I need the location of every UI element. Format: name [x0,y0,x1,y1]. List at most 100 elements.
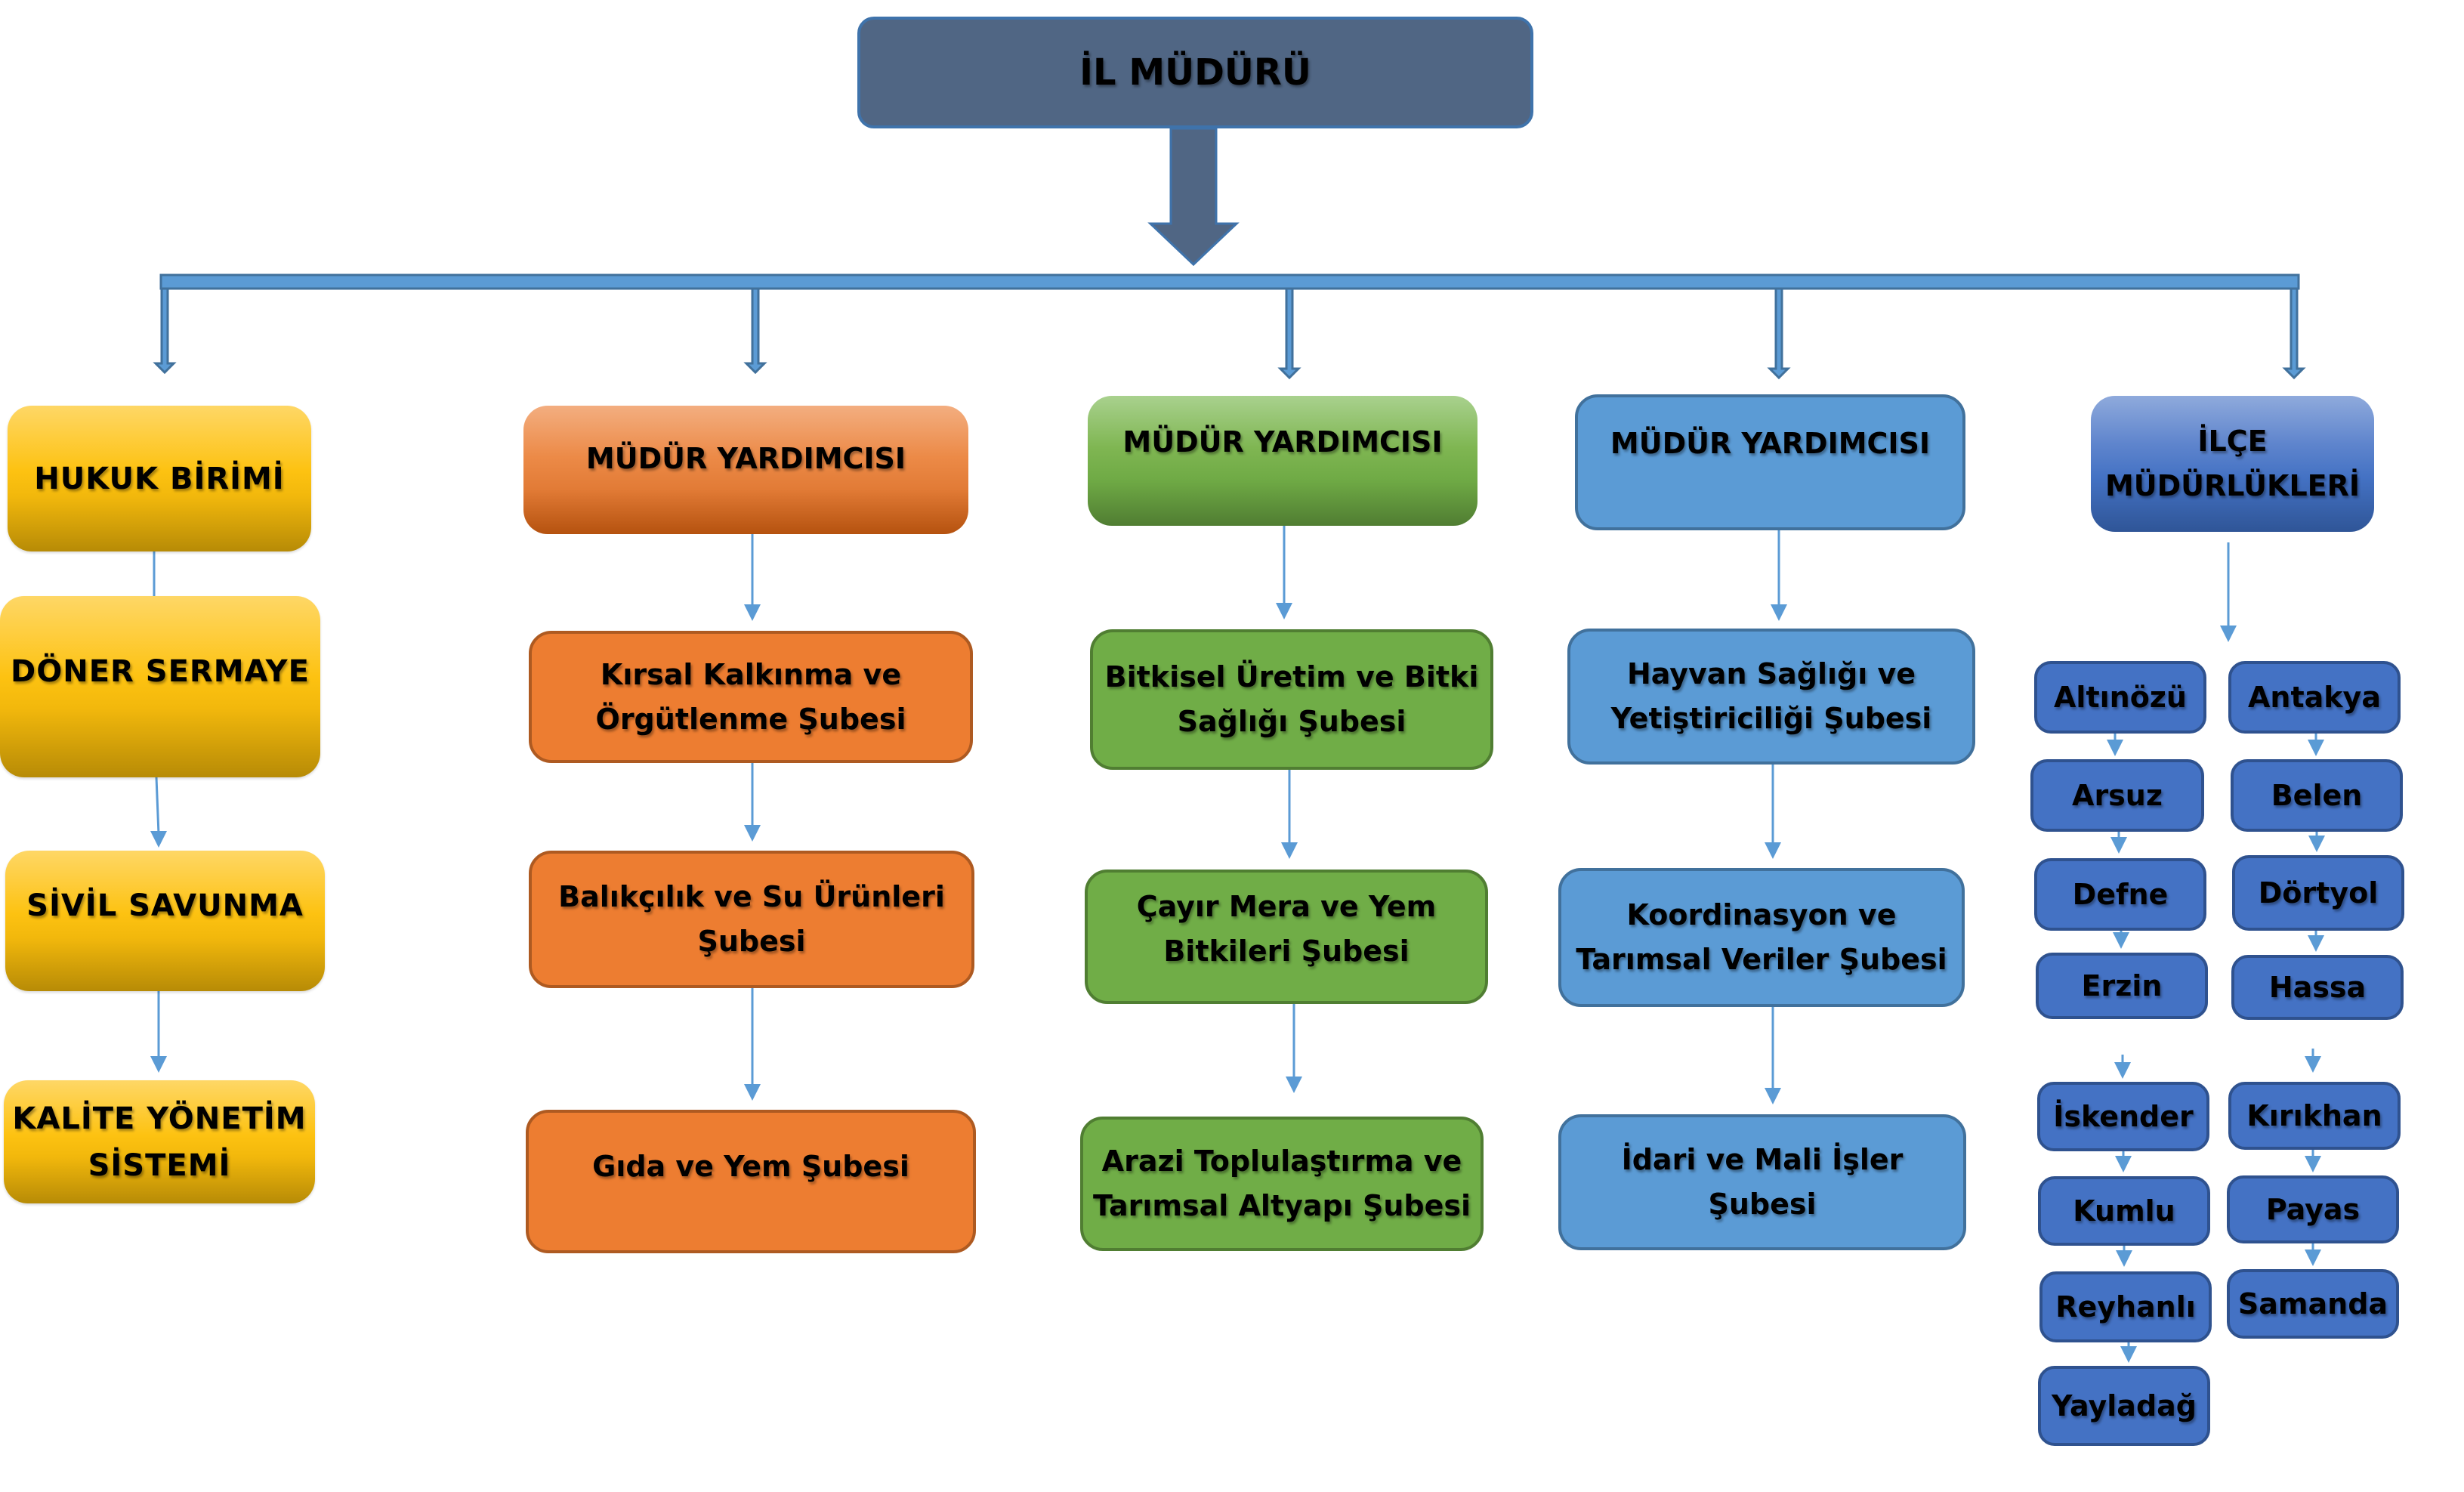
district-label: Hassa [2268,970,2367,1004]
branch-arrow [1767,287,1791,380]
idari-mali-isler-box[interactable]: İdari ve Mali İşler Şubesi [1558,1114,1966,1250]
district-label: Yayladağ [2052,1389,2197,1422]
district-box-left[interactable]: İskender [2037,1082,2209,1151]
district-arrowhead [2305,1056,2321,1073]
hayvan-sagligi-box[interactable]: Hayvan Sağlığı ve Yetiştiriciliği Şubesi [1567,629,1975,765]
balikcilik-box[interactable]: Balıkçılık ve Su Ürünleri Şubesi [529,851,974,988]
arrowhead [1765,1088,1781,1104]
gida-yem-label: Gıda ve Yem Şubesi [592,1149,909,1183]
district-arrowhead [2115,1156,2132,1172]
district-box-left[interactable]: Arsuz [2030,759,2204,832]
arrowhead [1281,842,1298,859]
mudur-yardimcisi-green-label: MÜDÜR YARDIMCISI [1122,425,1443,459]
district-arrowhead [2116,1250,2132,1267]
district-box-left[interactable]: Yayladağ [2038,1366,2210,1446]
kalite-yonetim-sistemi-label: KALİTE YÖNETİM SİSTEMİ [12,1101,307,1183]
district-box-right[interactable]: Payas [2227,1175,2399,1243]
il-muduru-box[interactable]: İL MÜDÜRÜ [857,17,1533,128]
kirsal-kalkinma-label: Kırsal Kalkınma ve Örgütlenme Şubesi [595,657,906,736]
bitkisel-uretim-box[interactable]: Bitkisel Üretim ve Bitki Sağlığı Şubesi [1090,629,1493,770]
mudur-yardimcisi-blue-box[interactable]: MÜDÜR YARDIMCISI [1575,394,1965,530]
sivil-savunma-box[interactable]: SİVİL SAVUNMA [5,851,325,991]
ilce-mudurlukleri-box[interactable]: İLÇE MÜDÜRLÜKLERİ [2091,396,2374,532]
horizontal-bus [159,273,2300,290]
district-box-left[interactable]: Reyhanlı [2039,1271,2212,1342]
district-label: Defne [2072,877,2169,911]
doner-sermaye-box[interactable]: DÖNER SERMAYE [0,596,320,777]
district-box-left[interactable]: Erzin [2036,953,2208,1019]
hukuk-birimi-label: HUKUK BİRİMİ [34,461,285,496]
district-box-right[interactable]: Belen [2231,759,2403,832]
connector-line [155,777,160,835]
district-box-right[interactable]: Hassa [2231,955,2404,1020]
koordinasyon-label: Koordinasyon ve Tarımsal Veriler Şubesi [1576,898,1947,976]
arrowhead [744,604,761,621]
balikcilik-label: Balıkçılık ve Su Ürünleri Şubesi [558,880,945,958]
cayir-mera-box[interactable]: Çayır Mera ve Yem Bitkileri Şubesi [1085,870,1488,1004]
branch-arrow [153,287,177,375]
district-box-right[interactable]: Samanda [2227,1269,2399,1339]
mudur-yardimcisi-green-box[interactable]: MÜDÜR YARDIMCISI [1088,396,1477,526]
district-label: Altınözü [2054,680,2187,714]
arrowhead [150,1056,167,1073]
district-label: Kırıkhan [2246,1098,2382,1132]
koordinasyon-box[interactable]: Koordinasyon ve Tarımsal Veriler Şubesi [1558,868,1965,1007]
il-muduru-label: İL MÜDÜRÜ [1079,51,1311,94]
branch-arrow [2282,287,2306,380]
district-arrowhead [2305,1156,2321,1172]
hukuk-birimi-box[interactable]: HUKUK BİRİMİ [8,406,311,551]
district-label: Antakya [2248,680,2381,714]
mudur-yardimcisi-orange-box[interactable]: MÜDÜR YARDIMCISI [523,406,968,534]
arrowhead [1771,604,1787,621]
arazi-toplulastirma-label: Arazi Toplulaştırma ve Tarımsal Altyapı … [1092,1144,1471,1222]
arazi-toplulastirma-box[interactable]: Arazi Toplulaştırma ve Tarımsal Altyapı … [1080,1117,1484,1251]
arrowhead [150,831,167,848]
idari-mali-isler-label: İdari ve Mali İşler Şubesi [1621,1143,1904,1221]
district-arrowhead [2113,932,2129,949]
district-box-right[interactable]: Dörtyol [2232,855,2404,931]
district-arrowhead [2308,935,2324,952]
district-arrowhead [2305,1250,2321,1266]
sivil-savunma-label: SİVİL SAVUNMA [26,888,304,923]
district-arrowhead [2114,1062,2131,1079]
arrowhead [1286,1077,1302,1093]
district-arrowhead [2308,836,2325,852]
district-box-left[interactable]: Kumlu [2038,1176,2210,1246]
main-down-arrow [1147,127,1240,267]
district-box-left[interactable]: Altınözü [2034,661,2206,734]
arrowhead [2220,626,2237,642]
district-arrowhead [2110,837,2127,854]
district-label: Kumlu [2073,1194,2175,1228]
mudur-yardimcisi-orange-label: MÜDÜR YARDIMCISI [585,441,906,475]
district-label: Belen [2271,778,2363,812]
district-arrowhead [2107,740,2123,756]
doner-sermaye-label: DÖNER SERMAYE [11,654,310,689]
kirsal-kalkinma-box[interactable]: Kırsal Kalkınma ve Örgütlenme Şubesi [529,631,973,763]
cayir-mera-label: Çayır Mera ve Yem Bitkileri Şubesi [1136,890,1437,968]
arrowhead [1276,603,1292,619]
hayvan-sagligi-label: Hayvan Sağlığı ve Yetiştiriciliği Şubesi [1610,657,1932,735]
bitkisel-uretim-label: Bitkisel Üretim ve Bitki Sağlığı Şubesi [1104,660,1479,738]
district-box-right[interactable]: Kırıkhan [2228,1082,2401,1150]
district-label: Arsuz [2072,778,2163,812]
district-box-right[interactable]: Antakya [2228,661,2401,734]
district-label: Samanda [2237,1287,2388,1321]
mudur-yardimcisi-blue-label: MÜDÜR YARDIMCISI [1610,426,1931,460]
branch-arrow [1277,287,1301,380]
district-arrowhead [2120,1346,2137,1363]
district-label: Dörtyol [2258,876,2379,910]
district-label: Erzin [2081,968,2163,1002]
district-box-left[interactable]: Defne [2034,858,2206,931]
branch-arrow [743,287,767,375]
district-arrowhead [2308,740,2324,756]
kalite-yonetim-sistemi-box[interactable]: KALİTE YÖNETİM SİSTEMİ [4,1080,315,1203]
district-label: Reyhanlı [2055,1290,2196,1324]
arrowhead [744,1084,761,1101]
arrowhead [744,825,761,842]
gida-yem-box[interactable]: Gıda ve Yem Şubesi [526,1110,976,1253]
district-label: Payas [2265,1192,2361,1226]
ilce-mudurlukleri-label: İLÇE MÜDÜRLÜKLERİ [2104,425,2361,502]
arrowhead [1765,842,1781,859]
district-label: İskender [2053,1099,2194,1133]
